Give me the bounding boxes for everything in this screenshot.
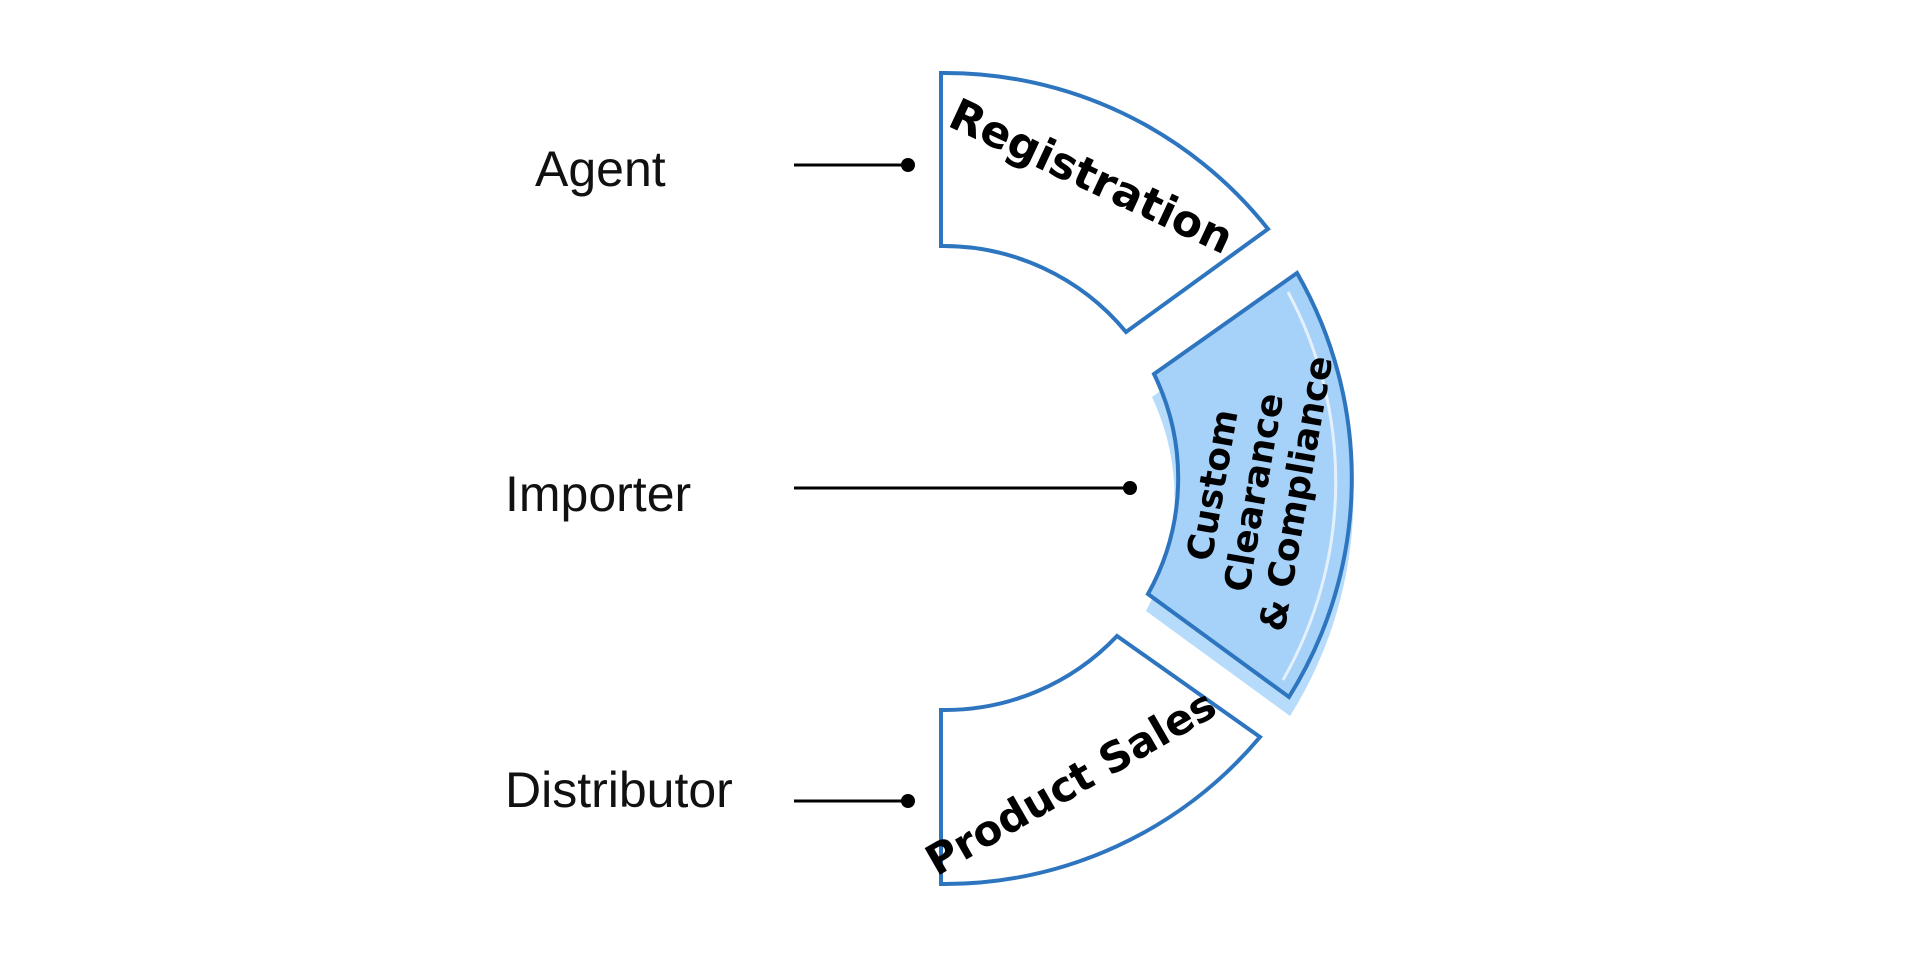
connector-distributor: [794, 794, 915, 808]
role-label-distributor: Distributor: [505, 762, 733, 818]
connector-dot: [901, 794, 915, 808]
role-label-importer: Importer: [505, 466, 691, 522]
segment-compliance: [1145, 270, 1354, 700]
connector-dot: [901, 158, 915, 172]
segment-registration: [939, 70, 1271, 335]
connector-importer: [794, 481, 1137, 495]
segment-compliance-inner-highlight: [1281, 291, 1338, 681]
segment-product-sales: [939, 633, 1263, 887]
connector-dot: [1123, 481, 1137, 495]
role-label-agent: Agent: [535, 141, 666, 197]
connector-agent: [794, 158, 915, 172]
